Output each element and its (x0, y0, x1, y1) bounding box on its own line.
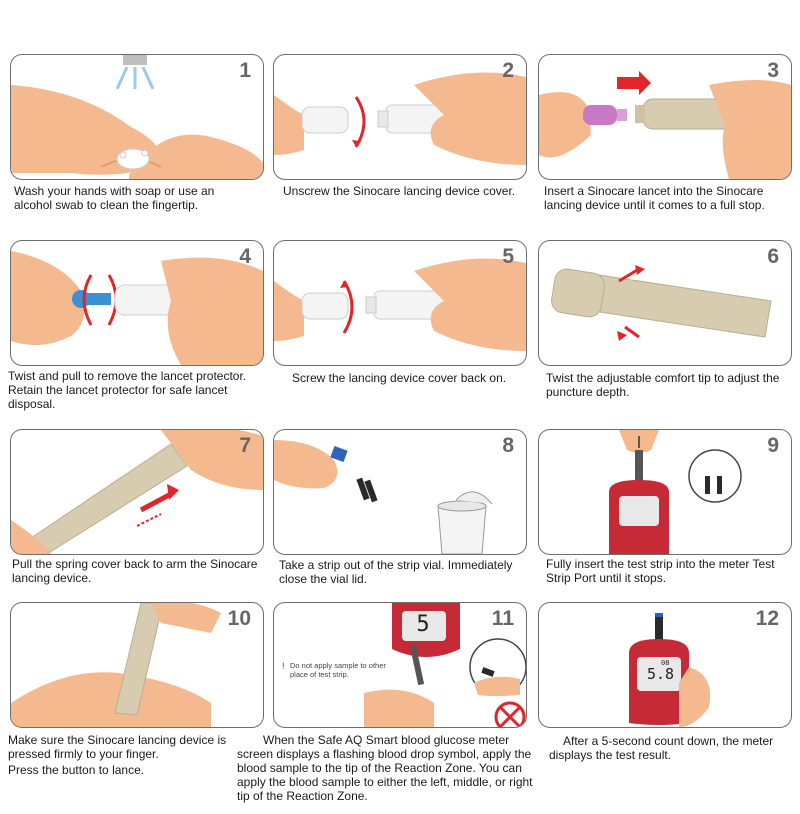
step-11-caption: When the Safe AQ Smart blood glucose met… (237, 733, 533, 803)
step-10-panel: 10 (10, 602, 264, 728)
step-4-panel: 4 (10, 240, 264, 366)
hand-washing-illustration (11, 55, 263, 179)
step-3-panel: 3 (538, 54, 792, 180)
step-6-caption: Twist the adjustable comfort tip to adju… (546, 371, 780, 399)
step-1-panel: 1 (10, 54, 264, 180)
step-number: 7 (239, 434, 251, 457)
insert-strip-illustration (609, 430, 742, 554)
step-4-caption: Twist and pull to remove the lancet prot… (8, 369, 247, 411)
test-result-illustration (629, 613, 711, 727)
step-number: 6 (767, 245, 779, 268)
step-5-caption: Screw the lancing device cover back on. (292, 371, 507, 385)
step-7-panel: 7 (10, 429, 264, 555)
step-number: 1 (239, 59, 251, 82)
apply-blood-illustration (364, 603, 526, 727)
step-2-caption: Unscrew the Sinocare lancing device cove… (283, 184, 516, 198)
step-10-caption-line-1: Make sure the Sinocare lancing device is… (8, 733, 227, 761)
remove-protector-illustration (11, 251, 263, 365)
step-11-panel: ! Do not apply sample to other place of … (273, 602, 527, 728)
step-11-warning: Do not apply sample to other place of te… (290, 661, 386, 679)
step-number: 2 (502, 59, 514, 82)
step-number: 8 (502, 434, 514, 457)
screw-cover-illustration (274, 258, 526, 351)
step-3-caption: Insert a Sinocare lancet into the Sinoca… (544, 184, 765, 212)
step-9-panel: 9 (538, 429, 792, 555)
strip-vial-illustration (274, 440, 493, 554)
meter-small-readout: 08 (661, 659, 670, 667)
step-12-caption: After a 5-second count down, the meter d… (549, 734, 774, 762)
step-8-caption: Take a strip out of the strip vial. Imme… (279, 558, 513, 586)
step-11-meter-readout: 5 (416, 612, 430, 637)
meter-readout: 5.8 (647, 665, 675, 683)
unscrew-cover-illustration (274, 72, 526, 165)
adjust-comfort-tip-illustration (551, 265, 772, 341)
step-10-caption-line-2: Press the button to lance. (8, 763, 145, 777)
step-8-panel: 8 (273, 429, 527, 555)
step-12-panel: 08 5.8 12 (538, 602, 792, 728)
step-9-caption: Fully insert the test strip into the met… (546, 557, 775, 585)
step-number: 12 (755, 607, 779, 630)
step-6-panel: 6 (538, 240, 792, 366)
step-number: 9 (767, 434, 779, 457)
step-7-caption: Pull the spring cover back to arm the Si… (12, 557, 258, 585)
step-5-panel: 5 (273, 240, 527, 366)
insert-lancet-illustration (539, 71, 791, 179)
warning-icon: ! (282, 661, 285, 671)
step-number: 10 (227, 607, 251, 630)
arm-device-illustration (11, 430, 263, 554)
step-number: 5 (502, 245, 514, 268)
step-number: 4 (239, 245, 251, 268)
step-number: 11 (491, 607, 514, 630)
step-1-caption: Wash your hands with soap or use an alco… (14, 184, 215, 212)
lance-finger-illustration (11, 603, 221, 727)
step-number: 3 (767, 59, 779, 82)
step-2-panel: 2 (273, 54, 527, 180)
